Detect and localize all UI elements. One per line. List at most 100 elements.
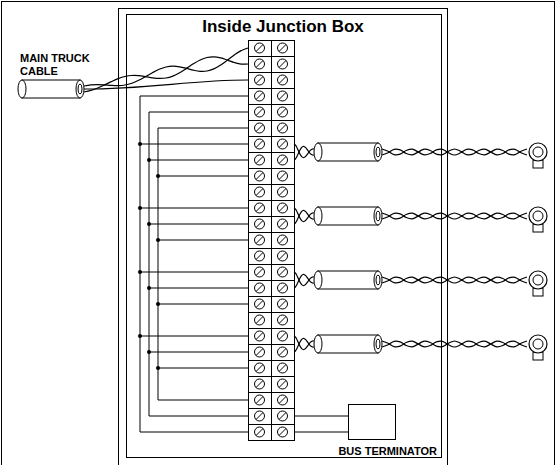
screw-slot (256, 237, 263, 244)
cable-core (376, 211, 380, 221)
terminal-screw (278, 75, 288, 85)
terminal-cell (249, 57, 272, 73)
screw-slot (256, 429, 263, 436)
screw-slot (256, 221, 263, 228)
terminal-cell (272, 57, 295, 73)
terminal-cell (272, 201, 295, 217)
terminal-screw (255, 251, 265, 261)
bus-tap (140, 208, 248, 209)
terminal-screw (278, 379, 288, 389)
screw-slot (279, 45, 286, 52)
screw-slot (279, 285, 286, 292)
terminal-screw (278, 107, 288, 117)
terminal-screw (278, 411, 288, 421)
screw-slot (256, 205, 263, 212)
terminal-screw (278, 203, 288, 213)
bus-tap (140, 144, 248, 145)
terminal-screw (278, 299, 288, 309)
terminal-cell (249, 249, 272, 265)
bus-vertical (158, 128, 159, 400)
terminal-screw (278, 427, 288, 437)
bus-vertical (140, 96, 141, 432)
box-heading: Inside Junction Box (119, 17, 447, 37)
junction-dot (147, 158, 151, 162)
main-trunk-cable (18, 48, 248, 98)
terminal-cell (249, 73, 272, 89)
bus-tap (149, 416, 248, 417)
twisted-wire (382, 277, 527, 283)
screw-slot (279, 189, 286, 196)
terminal-screw (255, 427, 265, 437)
screw-slot (256, 397, 263, 404)
terminal-cell (249, 105, 272, 121)
junction-dot (147, 286, 151, 290)
cable-core (376, 147, 380, 157)
terminal-screw (278, 347, 288, 357)
transmitter-head (529, 143, 547, 161)
screw-slot (279, 61, 286, 68)
terminal-screw (255, 395, 265, 405)
terminal-cell (249, 425, 272, 441)
twisted-wire (382, 213, 527, 219)
junction-dot (147, 350, 151, 354)
terminal-cell (272, 89, 295, 105)
terminal-screw (255, 315, 265, 325)
cable-core (376, 339, 380, 349)
terminal-screw (278, 395, 288, 405)
screw-slot (279, 349, 286, 356)
terminal-screw (278, 91, 288, 101)
junction-dot (156, 302, 160, 306)
terminal-cell (249, 281, 272, 297)
trunk-cable-body (22, 80, 80, 98)
bus-vertical (149, 112, 150, 416)
terminal-cell (249, 265, 272, 281)
bus-tap (158, 304, 248, 305)
transmitter-head (529, 335, 547, 353)
terminal-cell (249, 185, 272, 201)
bus-tap (149, 224, 248, 225)
junction-dot (138, 334, 142, 338)
cable-end (374, 207, 382, 225)
terminal-cell (272, 169, 295, 185)
junction-dot (156, 174, 160, 178)
terminal-screw (278, 251, 288, 261)
terminal-cell (249, 89, 272, 105)
terminal-screw (255, 363, 265, 373)
screw-slot (279, 173, 286, 180)
twisted-wire (382, 149, 527, 155)
twisted-wire (294, 146, 314, 160)
screw-slot (256, 333, 263, 340)
terminal-screw (278, 43, 288, 53)
terminal-cell (272, 393, 295, 409)
terminal-cell (249, 41, 272, 57)
terminal-cell (272, 153, 295, 169)
shield-wire (84, 80, 248, 89)
terminal-screw (278, 139, 288, 149)
transmitter-head (529, 271, 547, 289)
terminal-screw (255, 347, 265, 357)
terminal-screw (255, 219, 265, 229)
terminal-cell (249, 121, 272, 137)
cable-end (374, 143, 382, 161)
terminal-screw (255, 235, 265, 245)
screw-slot (256, 301, 263, 308)
transmitter-face (533, 211, 543, 221)
terminal-cell (272, 105, 295, 121)
cable-end (314, 143, 322, 161)
cable-end (76, 80, 84, 98)
screw-slot (279, 93, 286, 100)
bus-tap (158, 368, 248, 369)
cable-end (374, 335, 382, 353)
cable-end (374, 271, 382, 289)
terminal-screw (278, 235, 288, 245)
terminal-cell (249, 361, 272, 377)
cable-end (314, 335, 322, 353)
screw-slot (279, 333, 286, 340)
terminal-screw (255, 187, 265, 197)
terminal-cell (249, 377, 272, 393)
terminal-cell (249, 169, 272, 185)
terminal-screw (255, 75, 265, 85)
twisted-wire (382, 213, 527, 219)
